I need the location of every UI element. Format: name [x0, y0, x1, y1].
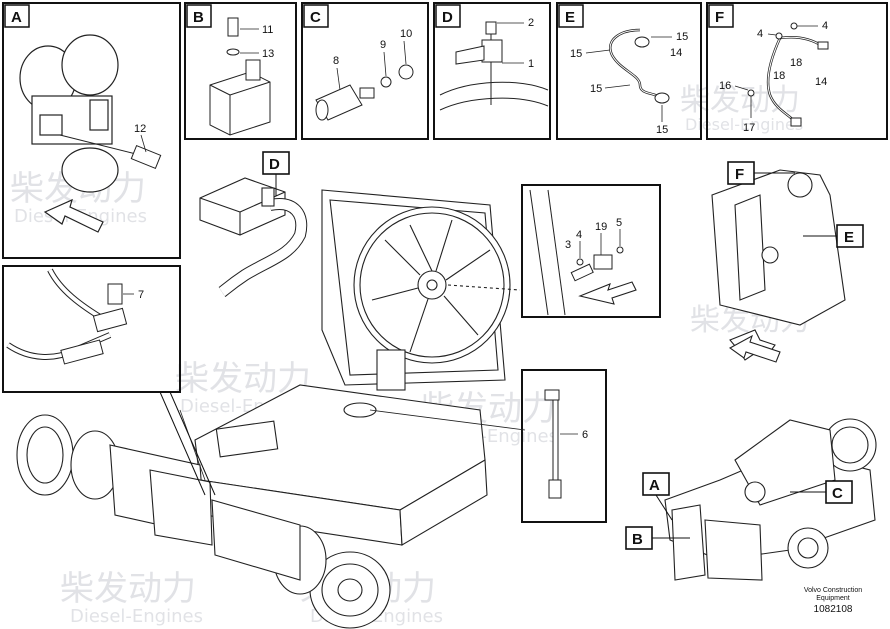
callout-7: 7	[138, 289, 144, 301]
callout-19: 19	[595, 221, 607, 233]
watermark-english: Diesel-Engines	[70, 606, 203, 627]
callout-15: 15	[570, 48, 582, 60]
view-arrow-icon	[43, 198, 104, 233]
panel-e-letter: E	[565, 9, 575, 26]
machine-overview-drawing	[664, 418, 877, 581]
panel-d-letter: D	[442, 9, 453, 26]
panel-b-letter: B	[193, 9, 204, 26]
panel-c-letter: C	[310, 9, 321, 26]
panel-f-letter: F	[715, 9, 724, 26]
panel-e: E 15 14 15 15 15	[556, 2, 702, 140]
watermark-chinese: 柴发动力	[680, 83, 800, 118]
main-tag-f: F	[727, 161, 795, 185]
panel-f: F 4 4 18 18 14 16 17	[706, 2, 888, 140]
main-tag-f-letter: F	[735, 166, 744, 183]
expansion-tank-drawing	[199, 177, 308, 297]
callout-1: 1	[528, 58, 534, 70]
footer-company-line2: Equipment	[816, 595, 850, 602]
callout-13: 13	[262, 48, 274, 60]
panel-level-6: 6	[521, 369, 607, 523]
view-arrow-icon	[578, 281, 637, 305]
panel-a: A 12	[2, 2, 181, 259]
panel-c: C 8 9 10	[301, 2, 429, 140]
panel-a-letter: A	[11, 9, 22, 26]
main-tag-a-letter: A	[649, 477, 660, 494]
callout-11: 11	[262, 24, 273, 36]
callout-10: 10	[400, 28, 412, 40]
callout-14: 14	[670, 47, 682, 59]
footer-company: Volvo Construction	[804, 587, 862, 594]
leader-line	[169, 391, 216, 496]
panel-sensor-7: 7	[2, 265, 181, 393]
callout-12: 12	[134, 123, 146, 135]
main-tag-c-letter: C	[832, 485, 843, 502]
hydraulic-tank-drawing	[194, 349, 526, 546]
callout-15: 15	[590, 83, 602, 95]
callout-18: 18	[790, 57, 802, 69]
footer: Volvo Construction Equipment 1082108	[804, 587, 862, 615]
callout-5: 5	[616, 217, 622, 229]
callout-14: 14	[815, 76, 827, 88]
view-arrow-icon	[728, 334, 781, 363]
callout-15: 15	[656, 124, 668, 136]
callout-2: 2	[528, 17, 534, 29]
main-tag-e: E	[803, 224, 864, 248]
callout-16: 16	[719, 80, 731, 92]
callout-3: 3	[565, 239, 571, 251]
panel-d: D 2 1	[433, 2, 551, 140]
callout-17: 17	[743, 122, 755, 134]
callout-6: 6	[582, 429, 588, 441]
panel-b: B 11 13	[184, 2, 297, 140]
panel-detail-fan-sensor: 4 19 5 3	[521, 184, 661, 318]
main-tag-c: C	[790, 480, 853, 504]
main-tag-d-letter: D	[269, 156, 280, 173]
main-tag-b: B	[625, 526, 690, 550]
fan-radiator-drawing	[321, 189, 521, 386]
footer-drawing-number: 1082108	[814, 604, 853, 615]
axle-drawing	[16, 409, 391, 629]
callout-8: 8	[333, 55, 339, 67]
callout-4: 4	[576, 229, 582, 241]
front-frame-drawing	[711, 169, 846, 361]
watermark-english: Diesel-Engines	[685, 115, 803, 134]
callout-9: 9	[380, 39, 386, 51]
callout-4: 4	[822, 20, 828, 32]
main-tag-e-letter: E	[844, 229, 854, 246]
callout-4: 4	[757, 28, 763, 40]
watermark-chinese: 柴发动力	[60, 569, 196, 609]
callout-15: 15	[676, 31, 688, 43]
main-tag-b-letter: B	[632, 531, 643, 548]
main-tag-a: A	[642, 472, 673, 521]
main-tag-d: D	[262, 151, 290, 196]
leader-line	[159, 391, 206, 496]
callout-18: 18	[773, 70, 785, 82]
